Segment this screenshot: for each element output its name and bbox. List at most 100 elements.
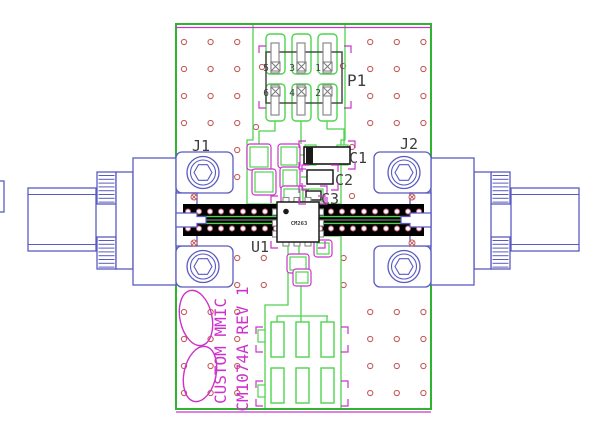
p1-pin [322,84,332,116]
pad [320,321,335,358]
knurl-nut [490,236,511,270]
plug-body [510,187,580,252]
pad [320,367,335,404]
mounting-screw [186,249,220,284]
pad-cross-icon [296,86,307,97]
via [393,92,400,100]
pad-cross-icon [322,61,333,72]
fence-via [360,208,368,215]
via [260,281,267,289]
fence-via [228,225,236,232]
courtyard-corners [298,185,328,205]
p1-pin [322,42,332,74]
knurl-nut [96,171,117,205]
fence-via [360,225,368,232]
p1-pin [270,42,280,74]
via [367,335,374,343]
flange-lobe [175,151,234,194]
via [180,119,188,127]
fence-via [393,208,401,215]
courtyard-corners [298,140,356,170]
label-p1: P1 [347,71,366,90]
connector-neck [115,171,134,270]
bottom-traces [276,283,328,322]
via [393,335,400,343]
p1-pin [270,84,280,116]
label-c3: C3 [321,190,339,208]
fence-via [349,225,357,232]
mounting-screw [387,249,421,284]
courtyard-corner-marks [255,45,356,407]
edge-notch [257,329,266,343]
courtyard-corners [255,380,349,407]
via [207,92,214,100]
pin-number: 5 [263,63,269,74]
via [234,173,241,181]
fence-via [195,208,203,215]
flange-lobe [175,245,234,288]
fence-via [349,208,357,215]
label-u1: U1 [251,238,269,256]
pad [249,146,269,168]
via-cross-icon [409,194,415,200]
via [234,362,241,370]
via-cross-icon [191,194,197,200]
p1-cross-pads [270,61,333,97]
via [180,65,188,73]
via [234,119,241,127]
courtyard-corners [258,45,352,109]
pin-number: 4 [289,88,295,99]
pad [316,242,330,255]
pad-courtyard [246,143,272,171]
via [234,146,241,154]
screw-ring [390,159,418,186]
via [420,389,427,397]
fence-via [404,225,412,232]
silkscreen-line1: CUSTOM MMIC [211,298,230,404]
via [180,308,188,316]
via [420,362,427,370]
silkscreen-line2: CM1074A REV 1 [233,286,252,411]
fence-via [239,208,247,215]
pad-courtyard [292,268,312,287]
edge-notch [257,384,266,398]
via [393,65,400,73]
fence-via [250,225,258,232]
fence-via [382,208,390,215]
via [207,38,214,46]
via [207,119,214,127]
via [420,335,427,343]
via [180,335,188,343]
fence-via [217,225,225,232]
pin-number: 1 [315,63,321,74]
mounting-screw [186,155,220,190]
u1-body [276,201,320,243]
hex-nut-icon [394,258,414,275]
silkscreen-art: CUSTOM MMIC CM1074A REV 1 [178,286,252,412]
via-cross-icon [409,240,415,246]
via [258,63,266,71]
via [420,38,427,46]
pad-cross-icon [296,61,307,72]
via [180,92,188,100]
via [340,281,347,289]
fence-via [371,208,379,215]
via [252,123,260,131]
component-cluster [246,121,351,287]
pad [270,321,285,358]
fence-via [239,225,247,232]
fence-via [371,225,379,232]
label-c1: C1 [349,149,367,167]
component-c2 [306,169,334,185]
hex-nut-icon [394,164,414,181]
pad [270,367,285,404]
via [260,254,267,262]
courtyard-corners [255,326,349,353]
mounting-screw [387,155,421,190]
via [393,119,400,127]
pad [254,171,274,193]
p1-pin [296,42,306,74]
via-grid [180,38,427,397]
via [420,119,427,127]
